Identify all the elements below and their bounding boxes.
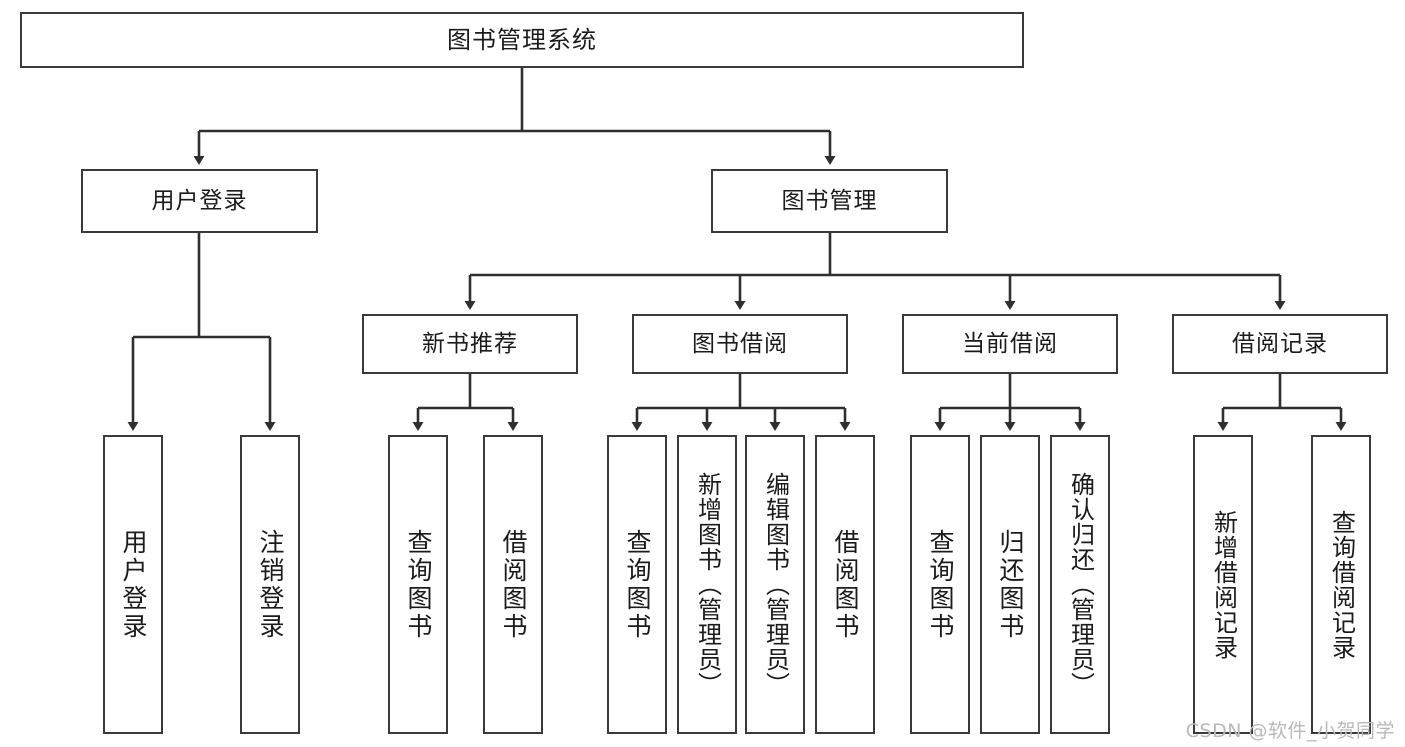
node-label: 图书管理系统 xyxy=(447,26,597,54)
leaf-query-book-current[interactable]: 查询图书 xyxy=(910,435,970,734)
leaf-add-borrow-record[interactable]: 新增借阅记录 xyxy=(1193,435,1253,734)
node-root-system[interactable]: 图书管理系统 xyxy=(20,12,1024,68)
leaf-user-login[interactable]: 用户登录 xyxy=(103,435,163,734)
node-label: 注销登录 xyxy=(256,528,285,641)
node-label: 查询借阅记录 xyxy=(1327,509,1356,660)
node-label: 新书推荐 xyxy=(422,330,518,357)
node-borrow-record[interactable]: 借阅记录 xyxy=(1172,314,1388,374)
node-current-borrow[interactable]: 当前借阅 xyxy=(902,314,1118,374)
leaf-query-borrow-record[interactable]: 查询借阅记录 xyxy=(1311,435,1371,734)
node-label: 借阅图书 xyxy=(499,528,528,641)
watermark: CSDN @软件_小贺同学 xyxy=(1185,720,1395,742)
node-new-book-recommend[interactable]: 新书推荐 xyxy=(362,314,578,374)
leaf-confirm-return-admin[interactable]: 确认归还（管理员） xyxy=(1050,435,1110,734)
node-user-login[interactable]: 用户登录 xyxy=(81,169,318,233)
node-label: 用户登录 xyxy=(119,528,148,641)
node-label: 图书借阅 xyxy=(692,330,788,357)
node-label: 新增借阅记录 xyxy=(1209,509,1238,660)
node-label: 用户登录 xyxy=(151,187,248,214)
node-book-borrow[interactable]: 图书借阅 xyxy=(632,314,848,374)
node-label: 查询图书 xyxy=(623,528,652,641)
node-book-management[interactable]: 图书管理 xyxy=(711,169,948,233)
leaf-edit-book-admin[interactable]: 编辑图书（管理员） xyxy=(745,435,805,734)
node-label: 图书管理 xyxy=(781,187,878,214)
node-label: 确认归还（管理员） xyxy=(1066,472,1095,697)
leaf-query-book-borrow[interactable]: 查询图书 xyxy=(607,435,667,734)
leaf-query-book-recommend[interactable]: 查询图书 xyxy=(388,435,448,734)
node-label: 查询图书 xyxy=(404,528,433,641)
leaf-return-book[interactable]: 归还图书 xyxy=(980,435,1040,734)
leaf-add-book-admin[interactable]: 新增图书（管理员） xyxy=(677,435,737,734)
leaf-borrow-book-recommend[interactable]: 借阅图书 xyxy=(483,435,543,734)
node-label: 查询图书 xyxy=(926,528,955,641)
node-label: 编辑图书（管理员） xyxy=(761,472,790,697)
node-label: 当前借阅 xyxy=(962,330,1058,357)
node-label: 新增图书（管理员） xyxy=(693,472,722,697)
leaf-logout[interactable]: 注销登录 xyxy=(240,435,300,734)
leaf-borrow-book[interactable]: 借阅图书 xyxy=(815,435,875,734)
node-label: 借阅图书 xyxy=(831,528,860,641)
node-label: 归还图书 xyxy=(996,528,1025,641)
node-label: 借阅记录 xyxy=(1232,330,1328,357)
